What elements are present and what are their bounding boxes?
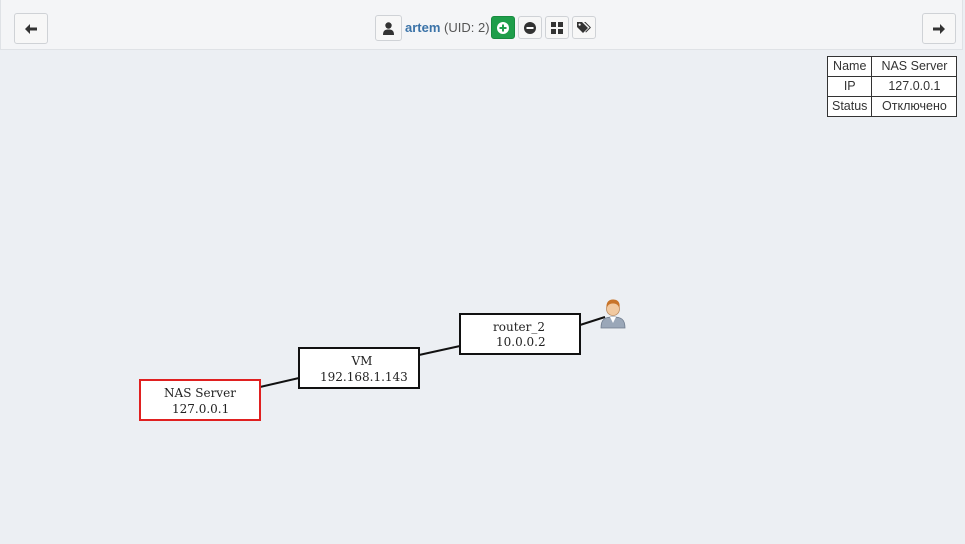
user-info: artem (UID: 2): [405, 18, 490, 38]
top-toolbar: artem (UID: 2): [0, 0, 963, 50]
node-name: VM: [351, 354, 373, 368]
node-name: router_2: [493, 320, 545, 334]
node-info-table: Name NAS Server IP 127.0.0.1 Status Откл…: [826, 56, 958, 117]
grid-icon: [551, 21, 563, 34]
add-button[interactable]: [491, 16, 515, 39]
back-button[interactable]: [14, 13, 48, 44]
user-avatar-icon[interactable]: [600, 299, 626, 329]
minus-circle-icon: [524, 21, 536, 34]
tags-button[interactable]: [572, 16, 596, 39]
link-nas-vm: [259, 377, 300, 388]
info-row-status: Status Отключено: [826, 96, 958, 117]
remove-button[interactable]: [518, 16, 542, 39]
link-vm-router: [418, 345, 461, 356]
node-ip: 10.0.0.2: [496, 335, 546, 349]
user-name-link[interactable]: artem: [405, 20, 441, 35]
node-ip: 127.0.0.1: [172, 402, 229, 416]
info-row-name: Name NAS Server: [826, 56, 958, 77]
plus-circle-icon: [497, 21, 509, 34]
info-key: Status: [826, 96, 873, 117]
link-router-user: [579, 316, 606, 326]
arrow-left-icon: [25, 23, 37, 34]
node-box: [139, 379, 261, 421]
user-icon: [383, 21, 394, 35]
node-box: [459, 313, 581, 355]
info-value: Отключено: [871, 96, 958, 117]
arrow-right-icon: [933, 23, 945, 34]
node-router-2[interactable]: router_2 10.0.0.2: [459, 313, 581, 355]
tags-icon: [577, 21, 591, 33]
node-ip: 192.168.1.143: [320, 370, 408, 384]
user-uid: (UID: 2): [444, 20, 490, 35]
node-box: [298, 347, 420, 389]
node-name: NAS Server: [164, 386, 236, 400]
node-nas-server[interactable]: NAS Server 127.0.0.1: [139, 379, 261, 421]
node-vm[interactable]: VM 192.168.1.143: [298, 347, 420, 389]
info-key: Name: [826, 56, 873, 77]
user-button[interactable]: [375, 15, 402, 41]
grid-button[interactable]: [545, 16, 569, 39]
forward-button[interactable]: [922, 13, 956, 44]
